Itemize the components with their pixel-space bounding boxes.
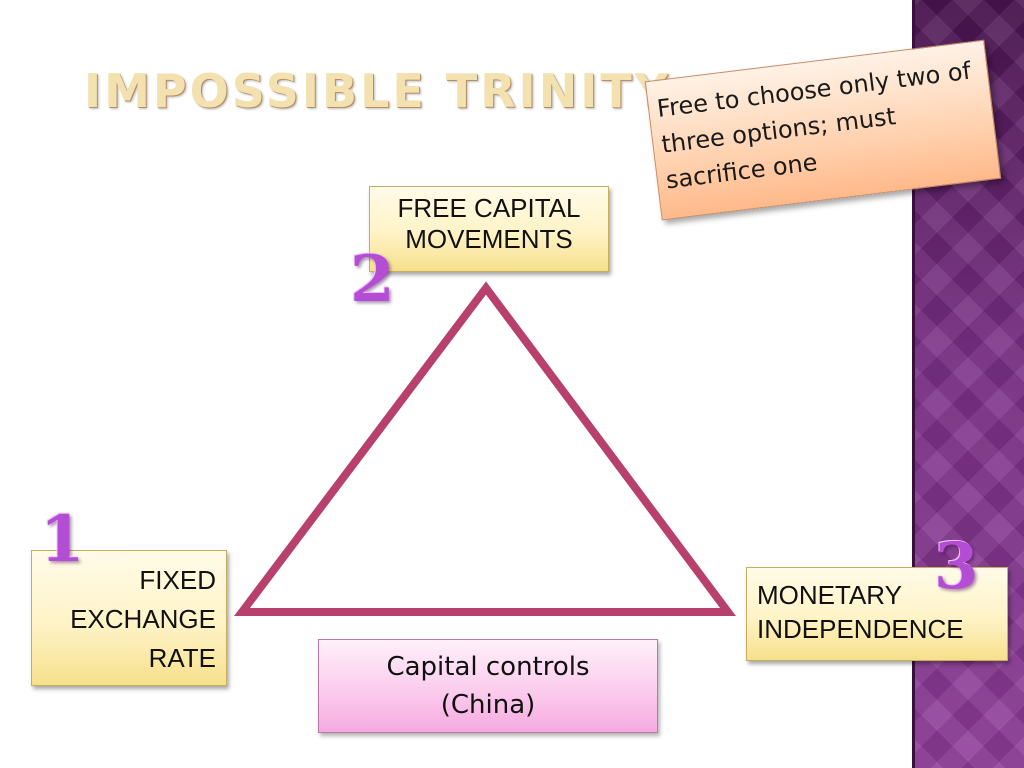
node-free-capital-movements: FREE CAPITAL MOVEMENTS [369,186,609,272]
node-label: FIXED EXCHANGE RATE [70,565,216,673]
impossible-trinity-triangle [233,281,736,616]
slide-title: IMPOSSIBLE TRINITY [84,64,672,118]
node-fixed-exchange-rate: FIXED EXCHANGE RATE [31,550,227,686]
capital-controls-label: Capital controls (China) [386,652,590,720]
node-monetary-independence: MONETARY INDEPENDENCE [746,567,1008,661]
node-label: MONETARY INDEPENDENCE [757,580,964,644]
number-badge-1: 1 [40,502,85,577]
node-label: FREE CAPITAL MOVEMENTS [397,193,581,254]
number-badge-2: 2 [350,242,395,317]
number-badge-3: 3 [934,529,979,604]
capital-controls-box: Capital controls (China) [318,639,658,733]
